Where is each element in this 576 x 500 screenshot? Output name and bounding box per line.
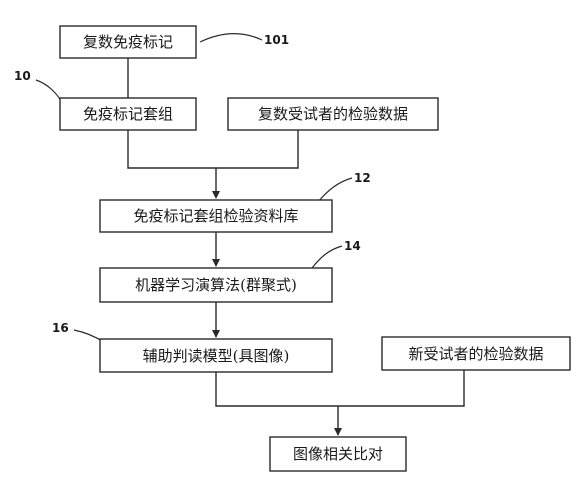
node-new-subject-data-label: 新受试者的检验数据 (408, 345, 543, 363)
connectors (127, 58, 465, 436)
node-image-compare: 图像相关比对 (269, 436, 407, 472)
leader-101 (199, 32, 263, 43)
ref-101: 101 (264, 33, 289, 47)
node-marker-panel: 免疫标记套组 (59, 97, 197, 131)
node-subjects-data-label: 复数受试者的检验数据 (258, 105, 408, 123)
ref-12: 12 (354, 171, 371, 185)
node-new-subject-data: 新受试者的检验数据 (381, 336, 571, 371)
reference-numerals: 101 10 12 14 16 (14, 33, 371, 335)
edge-panel-merge (127, 130, 299, 169)
ref-14: 14 (344, 239, 361, 253)
node-subjects-data: 复数受试者的检验数据 (227, 97, 439, 131)
leader-14 (311, 245, 343, 269)
node-ml-algorithm-label: 机器学习演算法(群聚式) (135, 276, 297, 294)
edge-model-merge (215, 370, 465, 407)
node-image-compare-label: 图像相关比对 (293, 445, 383, 463)
ref-10: 10 (14, 69, 31, 83)
node-assist-model-label: 辅助判读模型(具图像) (143, 347, 290, 365)
node-assist-model: 辅助判读模型(具图像) (99, 338, 333, 373)
node-compound-markers: 复数免疫标记 (59, 25, 197, 59)
node-panel-database: 免疫标记套组检验资料库 (99, 199, 333, 233)
node-ml-algorithm: 机器学习演算法(群聚式) (99, 267, 333, 303)
leader-12 (317, 177, 353, 203)
node-panel-database-label: 免疫标记套组检验资料库 (133, 207, 298, 225)
ref-16: 16 (52, 321, 69, 335)
node-compound-markers-label: 复数免疫标记 (83, 33, 173, 51)
node-marker-panel-label: 免疫标记套组 (83, 105, 173, 123)
